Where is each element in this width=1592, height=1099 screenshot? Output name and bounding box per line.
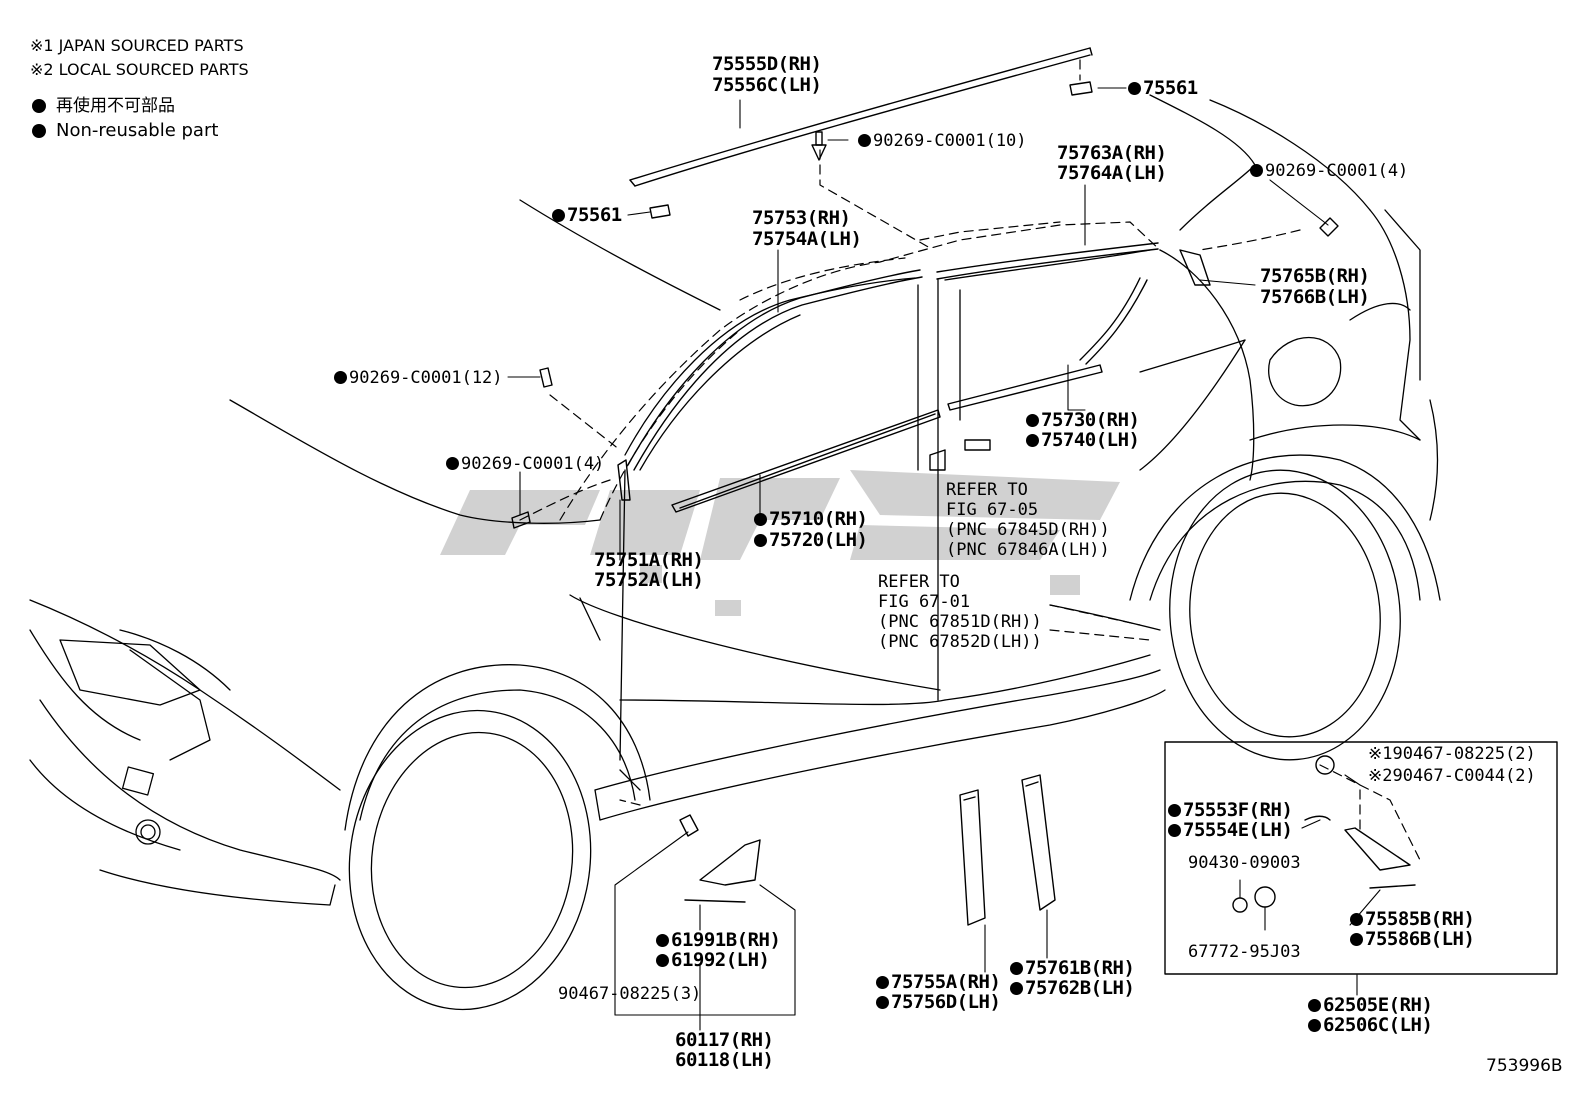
label-75763a: 75763A(RH) xyxy=(1057,142,1167,164)
bullet-icon xyxy=(32,99,46,113)
legend-non-reusable-en: Non-reusable part xyxy=(32,121,218,141)
label-box-clip-1: ※190467-08225(2) xyxy=(1368,744,1536,764)
refer-line: (PNC 67852D(LH)) xyxy=(878,632,1042,652)
label-62506c: 62506C(LH) xyxy=(1308,1015,1433,1035)
label-clip-10: 90269-C0001(10) xyxy=(858,131,1027,151)
label-box-clip-2: ※290467-C0044(2) xyxy=(1368,766,1536,786)
roof-clip-rear xyxy=(1069,81,1093,96)
label-75766b: 75766B(LH) xyxy=(1260,286,1370,308)
car-body xyxy=(29,94,1441,1011)
refer-line: (PNC 67845D(RH)) xyxy=(946,520,1110,540)
a-pillar-garnish xyxy=(617,459,631,501)
label-75710: 75710(RH) xyxy=(754,509,868,529)
refer-line: FIG 67-01 xyxy=(878,592,971,612)
note-japan-sourced: ※1 JAPAN SOURCED PARTS xyxy=(30,36,244,55)
label-90430: 90430-09003 xyxy=(1188,853,1301,873)
pin-clip-rear xyxy=(1319,217,1339,237)
label-75761b: 75761B(RH) xyxy=(1010,958,1135,978)
label-75756d: 75756D(LH) xyxy=(876,992,1001,1012)
refer-fig-67-01: REFER TO FIG 67-01 (PNC 67851D(RH)) (PNC… xyxy=(878,572,1042,652)
label-75561-top: 75561 xyxy=(1128,78,1198,98)
label-75765b: 75765B(RH) xyxy=(1260,265,1370,287)
label-75585b: 75585B(RH) xyxy=(1350,909,1475,929)
front-belt-molding xyxy=(671,409,941,513)
pin-clip-fender xyxy=(511,511,531,529)
refer-fig-67-05: REFER TO FIG 67-05 (PNC 67845D(RH)) (PNC… xyxy=(946,480,1110,560)
label-clip-4-front: 90269-C0001(4) xyxy=(446,454,604,474)
label-90467-3: 90467-08225(3) xyxy=(558,984,702,1004)
label-75740: 75740(LH) xyxy=(1026,430,1140,450)
label-75751a: 75751A(RH) xyxy=(594,549,704,571)
pin-clip-hood xyxy=(539,367,553,388)
refer-line: REFER TO xyxy=(878,572,960,592)
refer-line: (PNC 67851D(RH)) xyxy=(878,612,1042,632)
roof-clip-front xyxy=(649,204,671,219)
fender-piece-60117 xyxy=(679,814,761,903)
rear-door-frame-molding xyxy=(936,242,1159,365)
inset-box xyxy=(1164,741,1558,975)
label-75730: 75730(RH) xyxy=(1026,410,1140,430)
label-75752a: 75752A(LH) xyxy=(594,569,704,591)
label-61991b: 61991B(RH) xyxy=(656,930,781,950)
refer-line: FIG 67-05 xyxy=(946,500,1039,520)
label-60118: 60118(LH) xyxy=(675,1049,774,1071)
roof-rail-molding xyxy=(629,47,1093,187)
pin-clip-roof xyxy=(811,131,827,161)
label-75753: 75753(RH) xyxy=(752,207,851,229)
pillar-garnish-75761 xyxy=(1021,774,1056,911)
label-62505e: 62505E(RH) xyxy=(1308,995,1433,1015)
figure-number: 753996B xyxy=(1486,1056,1563,1076)
label-75764a: 75764A(LH) xyxy=(1057,162,1167,184)
label-75754a: 75754A(LH) xyxy=(752,228,862,250)
label-75556c: 75556C(LH) xyxy=(712,74,822,96)
label-75762b: 75762B(LH) xyxy=(1010,978,1135,998)
front-door-frame-molding xyxy=(627,269,923,471)
bullet-icon xyxy=(32,124,46,138)
label-60117: 60117(RH) xyxy=(675,1029,774,1051)
label-61992: 61992(LH) xyxy=(656,950,770,970)
label-75720: 75720(LH) xyxy=(754,530,868,550)
rear-belt-molding xyxy=(947,364,1103,411)
rear-quarter-piece xyxy=(1179,249,1211,286)
label-75755a: 75755A(RH) xyxy=(876,972,1001,992)
door-brackets xyxy=(929,439,991,471)
refer-line: (PNC 67846A(LH)) xyxy=(946,540,1110,560)
label-67772: 67772-95J03 xyxy=(1188,942,1301,962)
label-75561-left: 75561 xyxy=(552,205,622,225)
refer-line: REFER TO xyxy=(946,480,1028,500)
label-75554e: 75554E(LH) xyxy=(1168,820,1293,840)
label-clip-12: 90269-C0001(12) xyxy=(334,368,503,388)
label-75553f: 75553F(RH) xyxy=(1168,800,1293,820)
legend-non-reusable-jp: 再使用不可部品 xyxy=(32,96,175,116)
note-local-sourced: ※2 LOCAL SOURCED PARTS xyxy=(30,60,249,79)
pillar-garnish-75755 xyxy=(959,789,986,926)
label-clip-4-rear: 90269-C0001(4) xyxy=(1250,161,1408,181)
label-75586b: 75586B(LH) xyxy=(1350,929,1475,949)
label-75555d: 75555D(RH) xyxy=(712,53,822,75)
